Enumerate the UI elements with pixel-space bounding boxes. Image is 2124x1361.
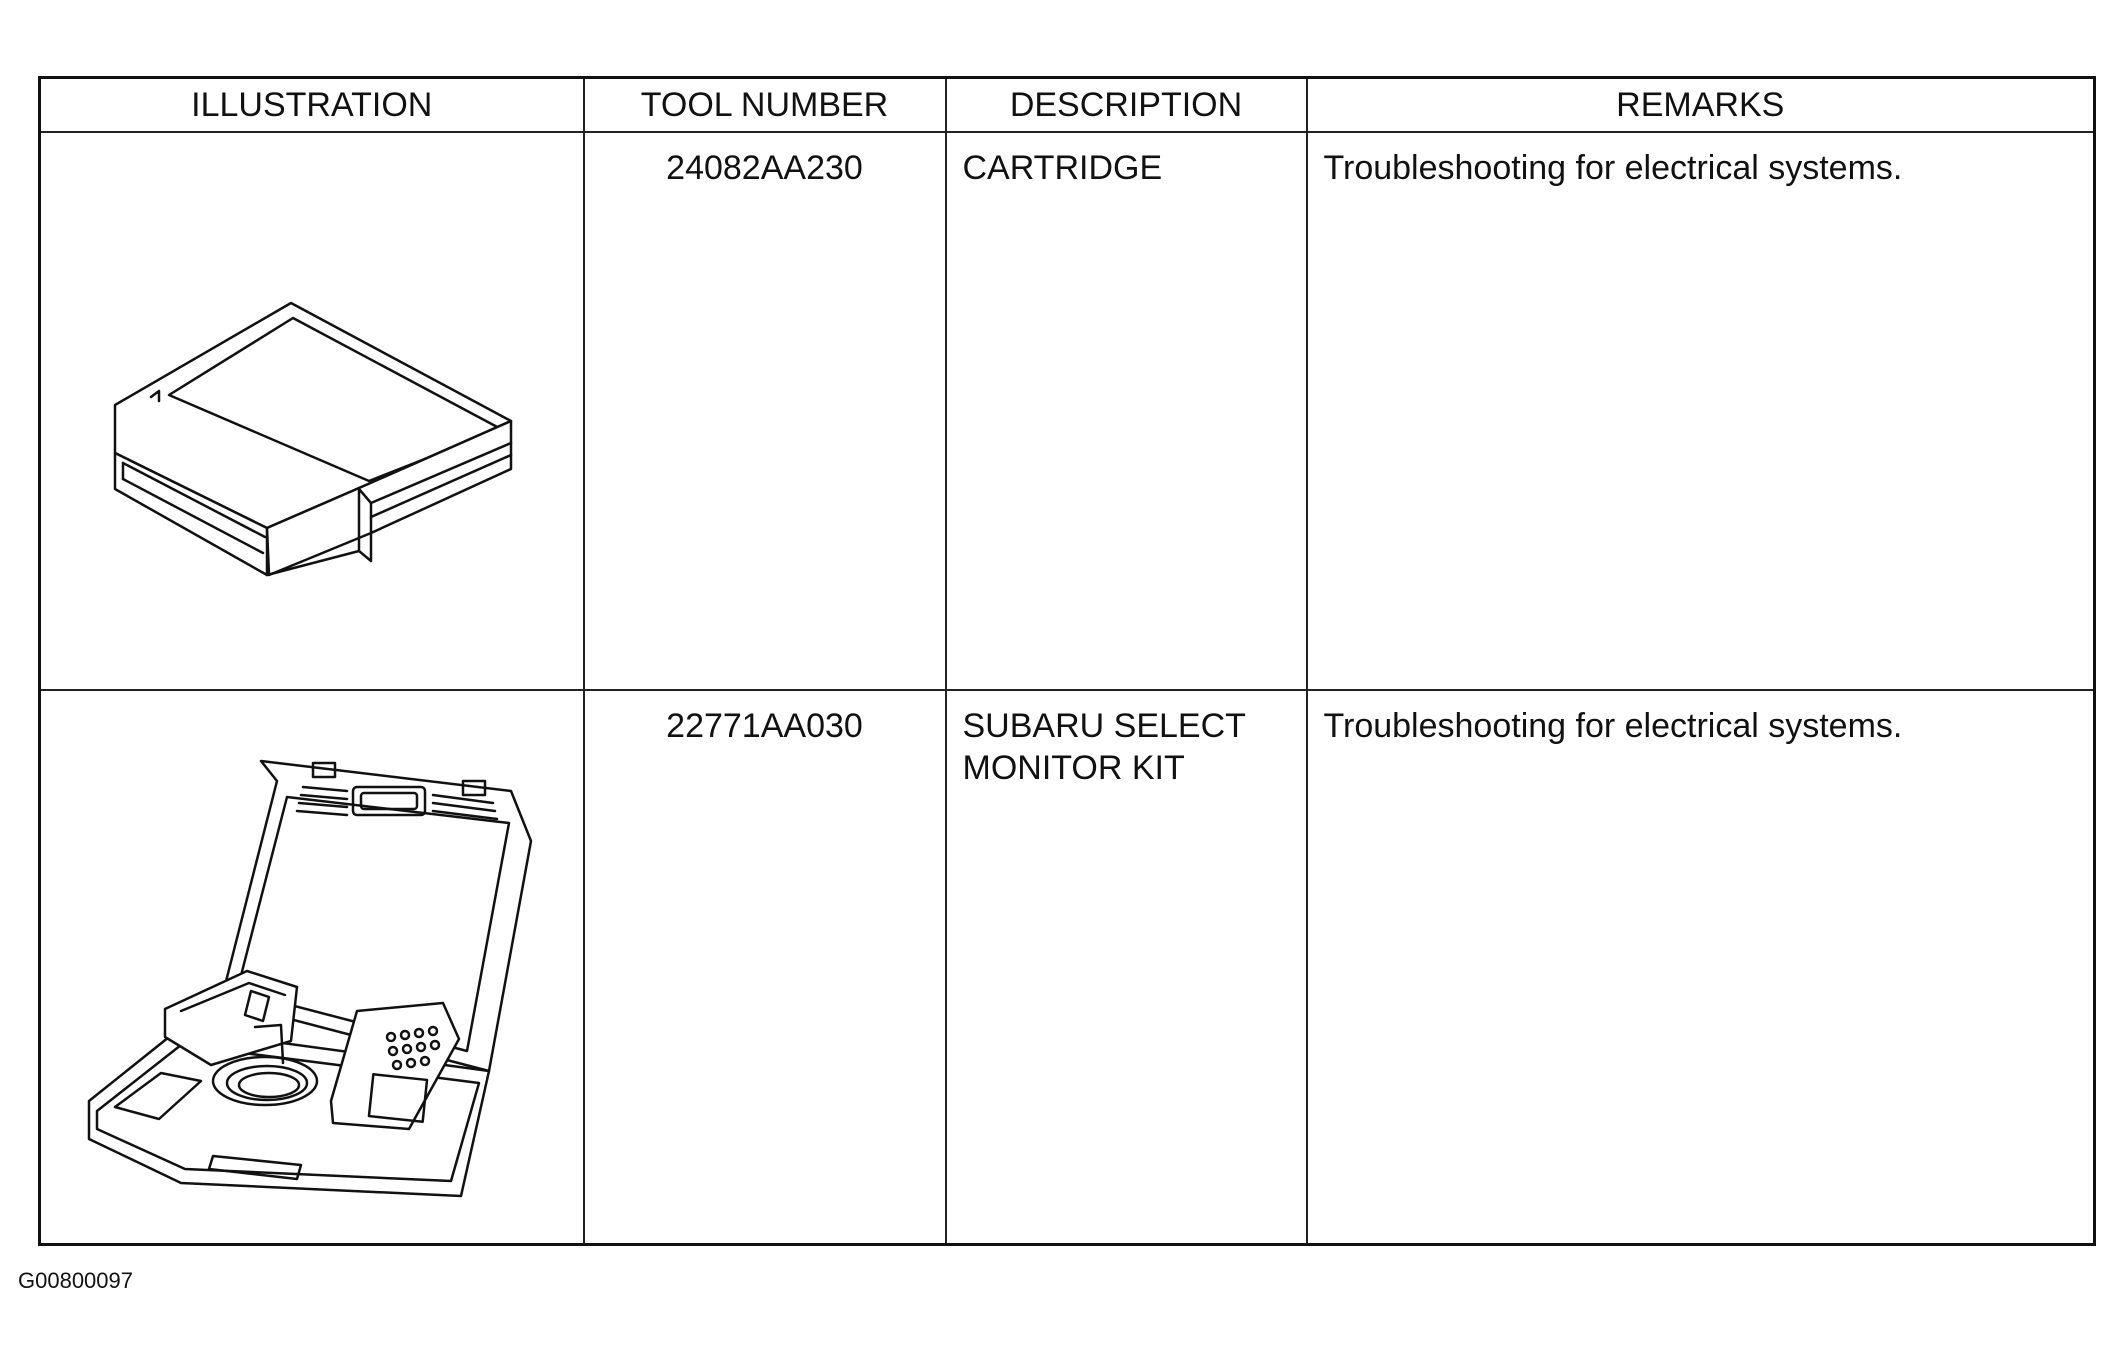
tool-number-cell: 24082AA230 — [582, 131, 947, 691]
tool-number: 24082AA230 — [666, 149, 863, 187]
table-header-row: ILLUSTRATION TOOL NUMBER DESCRIPTION REM… — [38, 76, 2096, 133]
description-line: SUBARU SELECT — [962, 707, 1246, 745]
select-monitor-kit-icon — [87, 759, 533, 1198]
special-tools-table: ILLUSTRATION TOOL NUMBER DESCRIPTION REM… — [38, 76, 2096, 1246]
table-row: 24082AA230 CARTRIDGE Troubleshooting for… — [38, 131, 2096, 691]
header-illustration: ILLUSTRATION — [38, 76, 585, 133]
description-cell: CARTRIDGE — [944, 131, 1308, 691]
tool-number: 22771AA030 — [666, 707, 863, 745]
illustration-cell — [38, 131, 585, 691]
remarks-cell: Troubleshooting for electrical systems. — [1305, 689, 2096, 1246]
illustration-cell — [38, 689, 585, 1246]
header-description: DESCRIPTION — [944, 76, 1308, 133]
remarks-text: Troubleshooting for electrical systems. — [1323, 149, 1903, 187]
figure-code: G00800097 — [18, 1268, 133, 1293]
description-cell: SUBARU SELECT MONITOR KIT — [944, 689, 1308, 1246]
remarks-cell: Troubleshooting for electrical systems. — [1305, 131, 2096, 691]
header-remarks: REMARKS — [1305, 76, 2096, 133]
table-row: 22771AA030 SUBARU SELECT MONITOR KIT Tro… — [38, 689, 2096, 1246]
description-line: CARTRIDGE — [962, 149, 1163, 187]
header-tool-number: TOOL NUMBER — [582, 76, 947, 133]
cartridge-icon — [113, 301, 513, 577]
remarks-text: Troubleshooting for electrical systems. — [1323, 707, 1903, 745]
tool-number-cell: 22771AA030 — [582, 689, 947, 1246]
description-line: MONITOR KIT — [962, 749, 1185, 787]
